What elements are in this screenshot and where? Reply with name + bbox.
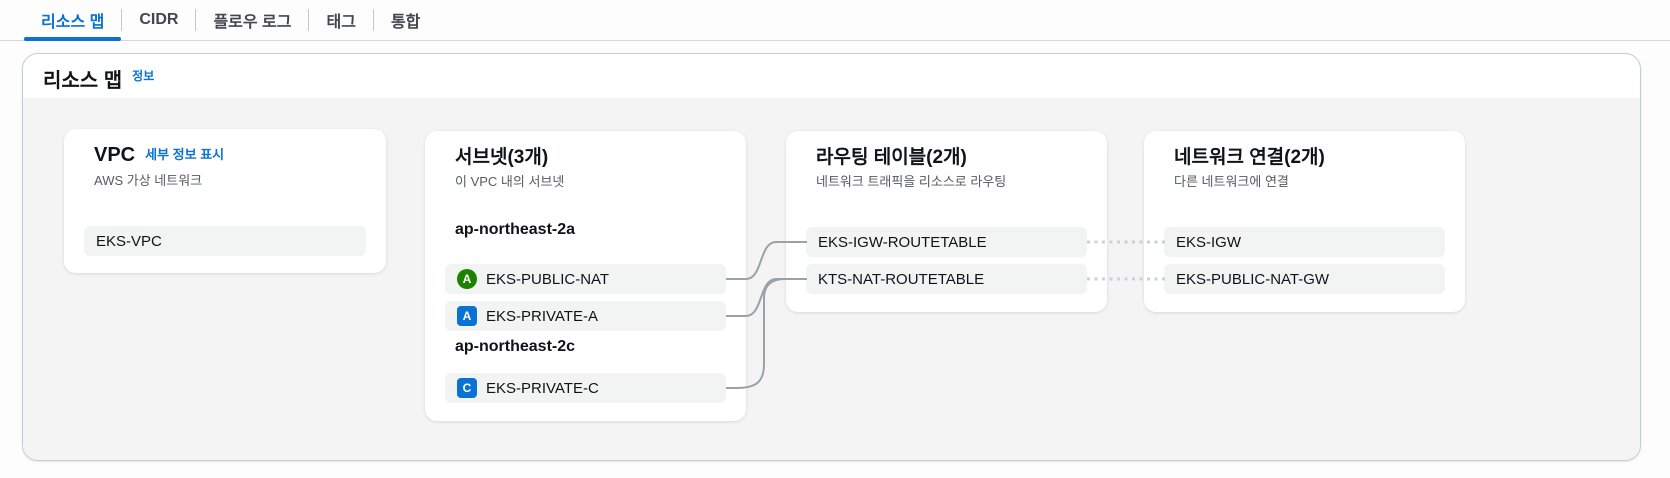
- network-connection-rows: EKS-IGW EKS-PUBLIC-NAT-GW: [1164, 227, 1445, 301]
- route-table-row-kts-nat[interactable]: KTS-NAT-ROUTETABLE: [806, 264, 1087, 294]
- az-c-private-badge: C: [457, 378, 477, 398]
- az-a-public-badge: A: [457, 269, 477, 289]
- subnets-card-subtitle: 이 VPC 내의 서브넷: [455, 174, 565, 189]
- subnet-name: EKS-PUBLIC-NAT: [486, 270, 610, 288]
- network-connections-card-subtitle: 다른 네트워크에 연결: [1174, 174, 1289, 189]
- subnet-row-eks-public-nat[interactable]: A EKS-PUBLIC-NAT: [445, 264, 726, 294]
- vpc-card: VPC 세부 정보 표시 AWS 가상 네트워크 EKS-VPC: [64, 129, 386, 273]
- vpc-rows: EKS-VPC: [84, 226, 366, 263]
- vpc-card-title: VPC 세부 정보 표시: [94, 144, 366, 168]
- tab-flow-logs[interactable]: 플로우 로그: [213, 14, 292, 31]
- route-table-name: KTS-NAT-ROUTETABLE: [818, 270, 985, 288]
- vpc-row-eks-vpc[interactable]: EKS-VPC: [84, 226, 366, 256]
- az-heading-2a: ap-northeast-2a: [455, 221, 576, 238]
- vpc-name: EKS-VPC: [96, 232, 162, 250]
- vpc-card-title-text: VPC: [94, 144, 136, 166]
- az-heading-2c: ap-northeast-2c: [455, 338, 576, 355]
- route-tables-card: 라우팅 테이블(2개) 네트워크 트래픽을 리소스로 라우팅 EKS-IGW-R…: [786, 131, 1107, 312]
- subnet-row-eks-private-a[interactable]: A EKS-PRIVATE-A: [445, 301, 726, 331]
- subnets-card: 서브넷(3개) 이 VPC 내의 서브넷 ap-northeast-2a A E…: [425, 131, 746, 421]
- subnet-row-eks-private-c[interactable]: C EKS-PRIVATE-C: [445, 373, 726, 403]
- tab-integrations[interactable]: 통합: [390, 14, 421, 31]
- route-table-row-eks-igw[interactable]: EKS-IGW-ROUTETABLE: [806, 227, 1087, 257]
- resource-map-canvas: VPC 세부 정보 표시 AWS 가상 네트워크 EKS-VPC 서브넷(3개) …: [23, 98, 1640, 460]
- connection-name: EKS-IGW: [1176, 233, 1242, 251]
- info-link[interactable]: 정보: [132, 68, 155, 83]
- network-connections-card: 네트워크 연결(2개) 다른 네트워크에 연결 EKS-IGW EKS-PUBL…: [1144, 131, 1465, 312]
- tab-tags[interactable]: 태그: [326, 14, 356, 31]
- vpc-card-subtitle: AWS 가상 네트워크: [94, 173, 203, 188]
- connection-row-eks-igw[interactable]: EKS-IGW: [1164, 227, 1445, 257]
- connection-name: EKS-PUBLIC-NAT-GW: [1176, 270, 1330, 288]
- resource-map-header: 리소스 맵 정보: [23, 54, 1640, 98]
- subnets-card-title: 서브넷(3개): [455, 147, 549, 168]
- tab-divider: [308, 9, 310, 31]
- route-tables-card-subtitle: 네트워크 트래픽을 리소스로 라우팅: [816, 174, 1007, 189]
- tab-divider: [195, 9, 197, 31]
- resource-map-panel: 리소스 맵 정보 VPC 세부 정보 표시 AWS 가상 네트워크 EKS-VPC…: [22, 53, 1641, 461]
- az-a-private-badge: A: [457, 306, 477, 326]
- page-title: 리소스 맵: [43, 69, 123, 92]
- network-connections-card-title: 네트워크 연결(2개): [1174, 147, 1325, 168]
- tab-cidr[interactable]: CIDR: [139, 11, 179, 28]
- vpc-details-link[interactable]: 세부 정보 표시: [145, 147, 225, 162]
- route-tables-card-title: 라우팅 테이블(2개): [816, 147, 967, 168]
- tab-resource-map[interactable]: 리소스 맵: [24, 0, 122, 41]
- subnet-rows: ap-northeast-2a A EKS-PUBLIC-NAT A EKS-P…: [445, 219, 726, 410]
- subnet-name: EKS-PRIVATE-A: [486, 307, 598, 325]
- tab-divider: [372, 9, 374, 31]
- route-table-name: EKS-IGW-ROUTETABLE: [818, 233, 987, 251]
- subnet-name: EKS-PRIVATE-C: [486, 379, 599, 397]
- tab-divider: [121, 9, 123, 31]
- connection-row-eks-public-nat-gw[interactable]: EKS-PUBLIC-NAT-GW: [1164, 264, 1445, 294]
- tab-bar: 리소스 맵 CIDR 플로우 로그 태그 통합: [0, 0, 1670, 41]
- route-table-rows: EKS-IGW-ROUTETABLE KTS-NAT-ROUTETABLE: [806, 227, 1087, 301]
